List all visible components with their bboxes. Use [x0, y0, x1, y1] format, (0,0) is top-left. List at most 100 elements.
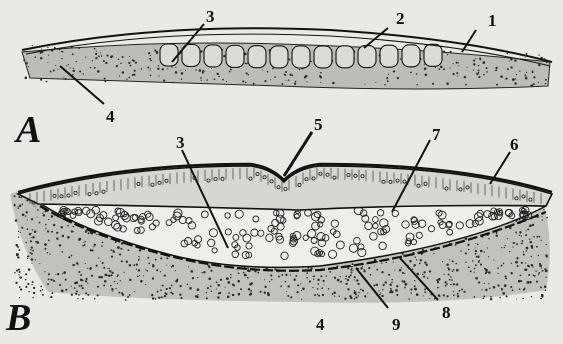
stipple-dot	[77, 264, 78, 265]
stipple-dot	[475, 253, 477, 255]
stipple-dot	[393, 70, 395, 72]
stipple-dot	[526, 250, 527, 251]
stipple-dot	[106, 55, 108, 57]
stipple-dot	[31, 237, 32, 238]
stipple-dot	[80, 285, 82, 287]
stipple-dot	[78, 271, 80, 273]
stipple-dot	[379, 294, 381, 296]
stipple-dot	[18, 274, 19, 275]
stipple-dot	[312, 287, 313, 288]
stipple-dot	[188, 266, 189, 267]
stipple-dot	[117, 283, 118, 284]
stipple-dot	[450, 51, 452, 53]
stipple-dot	[98, 276, 100, 278]
stipple-dot	[442, 261, 443, 262]
stipple-dot	[160, 271, 161, 272]
stipple-dot	[391, 281, 392, 282]
stipple-dot	[537, 236, 539, 238]
stipple-dot	[51, 292, 53, 294]
stipple-dot	[361, 268, 362, 269]
stipple-dot	[546, 217, 548, 219]
stipple-dot	[424, 64, 425, 65]
stipple-dot	[166, 288, 168, 290]
stipple-dot	[165, 293, 167, 295]
stipple-dot	[92, 60, 93, 61]
stipple-dot	[136, 268, 137, 269]
stipple-dot	[114, 281, 115, 282]
stipple-dot	[197, 294, 198, 295]
stipple-dot	[116, 65, 118, 67]
stipple-dot	[122, 56, 124, 58]
stipple-dot	[76, 61, 77, 62]
stipple-dot	[389, 284, 391, 286]
stipple-dot	[25, 215, 27, 217]
stipple-dot	[87, 268, 88, 269]
stipple-dot	[448, 274, 450, 276]
stipple-dot	[545, 83, 546, 84]
stipple-dot	[514, 59, 516, 61]
stipple-dot	[476, 256, 478, 258]
stipple-dot	[473, 70, 474, 71]
stipple-dot	[267, 292, 269, 294]
stipple-dot	[480, 264, 482, 266]
stipple-dot	[497, 267, 499, 269]
stipple-dot	[378, 290, 379, 291]
stipple-dot	[405, 283, 408, 286]
stipple-dot	[110, 249, 111, 250]
stipple-dot	[474, 268, 476, 270]
stipple-dot	[16, 244, 18, 246]
stipple-dot	[232, 294, 234, 296]
stipple-dot	[230, 274, 231, 275]
stipple-dot	[128, 77, 130, 79]
stipple-dot	[68, 64, 69, 65]
stipple-dot	[478, 76, 480, 78]
stipple-dot	[22, 214, 25, 217]
stipple-dot	[368, 267, 370, 269]
stipple-dot	[465, 252, 467, 254]
stipple-dot	[117, 274, 119, 276]
stipple-dot	[461, 289, 463, 291]
stipple-dot	[521, 243, 523, 245]
stipple-dot	[417, 273, 419, 275]
stipple-dot	[539, 236, 541, 238]
stipple-dot	[510, 66, 512, 68]
stipple-dot	[148, 52, 150, 54]
stipple-dot	[55, 65, 56, 66]
stipple-dot	[51, 215, 54, 218]
stipple-dot	[519, 71, 520, 72]
stipple-dot	[170, 292, 172, 294]
stipple-dot	[52, 279, 53, 280]
stipple-dot	[393, 262, 394, 263]
stipple-dot	[91, 249, 93, 251]
stipple-dot	[117, 276, 118, 277]
stipple-dot	[346, 283, 348, 285]
stipple-dot	[133, 264, 135, 266]
stipple-dot	[72, 226, 74, 228]
stipple-dot	[374, 285, 376, 287]
stipple-dot	[238, 293, 240, 295]
stipple-dot	[42, 289, 43, 290]
stipple-dot	[156, 51, 158, 53]
stipple-dot	[175, 280, 178, 283]
stipple-dot	[365, 84, 366, 85]
stipple-dot	[262, 69, 263, 70]
stipple-dot	[128, 249, 130, 251]
stipple-dot	[20, 232, 21, 233]
stipple-dot	[300, 283, 301, 284]
stipple-dot	[138, 269, 140, 271]
stipple-dot	[497, 284, 499, 286]
stipple-dot	[223, 55, 225, 57]
stipple-dot	[475, 277, 478, 280]
stipple-dot	[35, 259, 36, 260]
stipple-dot	[53, 224, 55, 226]
stipple-dot	[264, 292, 266, 294]
stipple-dot	[27, 228, 29, 230]
stipple-dot	[347, 279, 349, 281]
stipple-dot	[306, 277, 308, 279]
stipple-dot	[247, 277, 249, 279]
stipple-dot	[70, 67, 71, 68]
stipple-dot	[140, 280, 143, 283]
stipple-dot	[63, 76, 64, 77]
stipple-dot	[391, 291, 393, 293]
